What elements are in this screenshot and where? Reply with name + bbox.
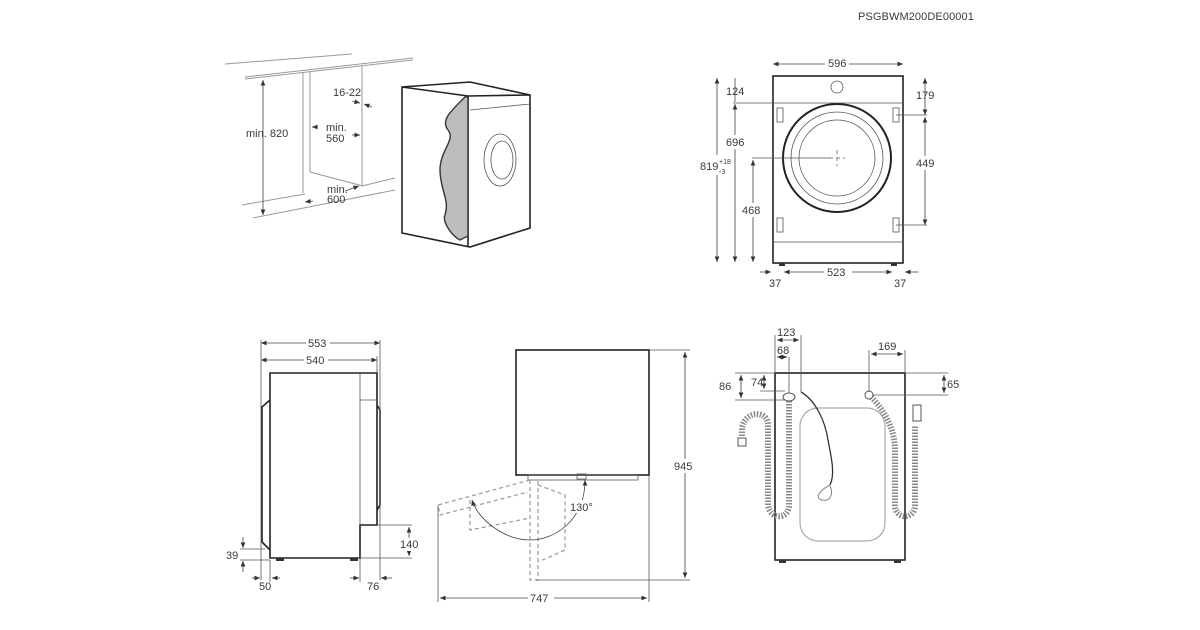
- label-main-height: 696: [726, 137, 744, 149]
- label-front-offset: 50: [259, 581, 271, 593]
- label-depth-total: 553: [308, 338, 326, 350]
- foot-right: [891, 263, 897, 266]
- dim-gap-right: [363, 103, 373, 109]
- label-top-offset: 124: [726, 86, 744, 98]
- label-min-width-line1: min.: [326, 122, 347, 134]
- door-open-90-inner: [537, 484, 566, 563]
- door-profile: [261, 399, 271, 551]
- inlet-hose-end: [912, 404, 922, 422]
- side-foot-rear: [350, 558, 358, 561]
- label-width-open: 747: [530, 593, 548, 605]
- top-body: [515, 349, 650, 476]
- appliance-body: [401, 81, 531, 248]
- appliance-top-front: [467, 94, 531, 97]
- control-panel-line: [469, 103, 531, 111]
- label-hinge-spacing: 449: [916, 158, 934, 170]
- label-depth-open: 945: [674, 461, 692, 473]
- label-drain-x: 123: [777, 327, 795, 339]
- label-door-center: 468: [742, 205, 760, 217]
- worktop-edge-back: [224, 53, 353, 65]
- appliance-top-edge: [401, 86, 469, 97]
- label-total-height: 819: [700, 161, 718, 173]
- door-open-outline: [437, 479, 531, 516]
- rear-body: [774, 372, 906, 561]
- dim-min-depth-left: [304, 198, 314, 204]
- hinge-bottom-left: [776, 217, 784, 233]
- cabinet-bottom: [309, 171, 364, 187]
- label-foot-spacing: 523: [827, 267, 845, 279]
- label-inlet-right-y: 65: [947, 379, 959, 391]
- label-min-width-line2: 560: [326, 133, 344, 145]
- appliance-perspective: [401, 81, 531, 248]
- side-body: [269, 372, 378, 559]
- front-body: [772, 75, 904, 264]
- floor-line: [241, 193, 306, 206]
- label-inlet-left-y: 74: [751, 377, 763, 389]
- side-foot-front: [276, 558, 284, 561]
- label-total-height-tol-plus: +18: [719, 159, 731, 166]
- label-total-height-tol-minus: -3: [719, 169, 725, 176]
- label-foot-left: 37: [769, 278, 781, 290]
- label-drain-y: 86: [719, 381, 731, 393]
- document-code: PSGBWM200DE00001: [858, 11, 974, 23]
- label-width: 596: [828, 58, 846, 70]
- label-min-depth-line1: min.: [327, 184, 348, 196]
- rear-view: 123 68 86 74 169 65: [719, 327, 959, 563]
- installation-view: min. 820 16-22 min. 560 min. 600: [224, 53, 531, 248]
- drain-hose-end: [737, 437, 747, 447]
- label-recess-height: 140: [400, 539, 418, 551]
- label-inlet-right-x: 169: [878, 341, 896, 353]
- inlet-connector: [864, 390, 874, 400]
- label-min-depth-line2: 600: [327, 194, 345, 206]
- cabinet-plinth: [361, 177, 396, 187]
- label-gap: 16-22: [333, 87, 361, 99]
- foot-left: [779, 263, 785, 266]
- top-view: 130° 945 747: [437, 349, 698, 605]
- label-depth-body: 540: [306, 355, 324, 367]
- hinge-top-left: [776, 107, 784, 123]
- rear-foot-right: [894, 560, 901, 563]
- dim-gap-left: [351, 99, 361, 104]
- label-foot-height: 39: [226, 550, 238, 562]
- detergent-knob: [830, 80, 844, 94]
- label-min-height: min. 820: [246, 128, 288, 140]
- drain-hose: [739, 398, 792, 520]
- front-view: 596 819 +18 -3 124 696 468 179 449 37 52…: [698, 57, 938, 290]
- door-inner: [490, 140, 514, 180]
- label-door-angle: 130°: [570, 502, 593, 514]
- label-hinge-top: 179: [916, 90, 934, 102]
- power-plug: [817, 484, 833, 501]
- side-view: 553 540 39 50 140 76: [226, 336, 422, 593]
- door-open-90: [529, 480, 539, 581]
- worktop-edge: [244, 57, 414, 78]
- torn-panel: [439, 95, 469, 241]
- worktop-edge-lower: [244, 59, 414, 80]
- inlet-hose: [866, 392, 918, 520]
- door-open-inner: [469, 500, 531, 531]
- label-inlet-left-x: 68: [777, 345, 789, 357]
- label-rear-offset: 76: [367, 581, 379, 593]
- door-porthole: [483, 133, 517, 187]
- rear-access-panel: [799, 407, 886, 542]
- door-handle: [576, 473, 587, 480]
- dim-min-depth-right: [344, 185, 360, 192]
- door-angle-arc: [471, 479, 588, 541]
- rear-foot-left: [779, 560, 786, 563]
- power-cable: [800, 391, 834, 486]
- floor-line-front: [252, 189, 396, 219]
- label-foot-right: 37: [894, 278, 906, 290]
